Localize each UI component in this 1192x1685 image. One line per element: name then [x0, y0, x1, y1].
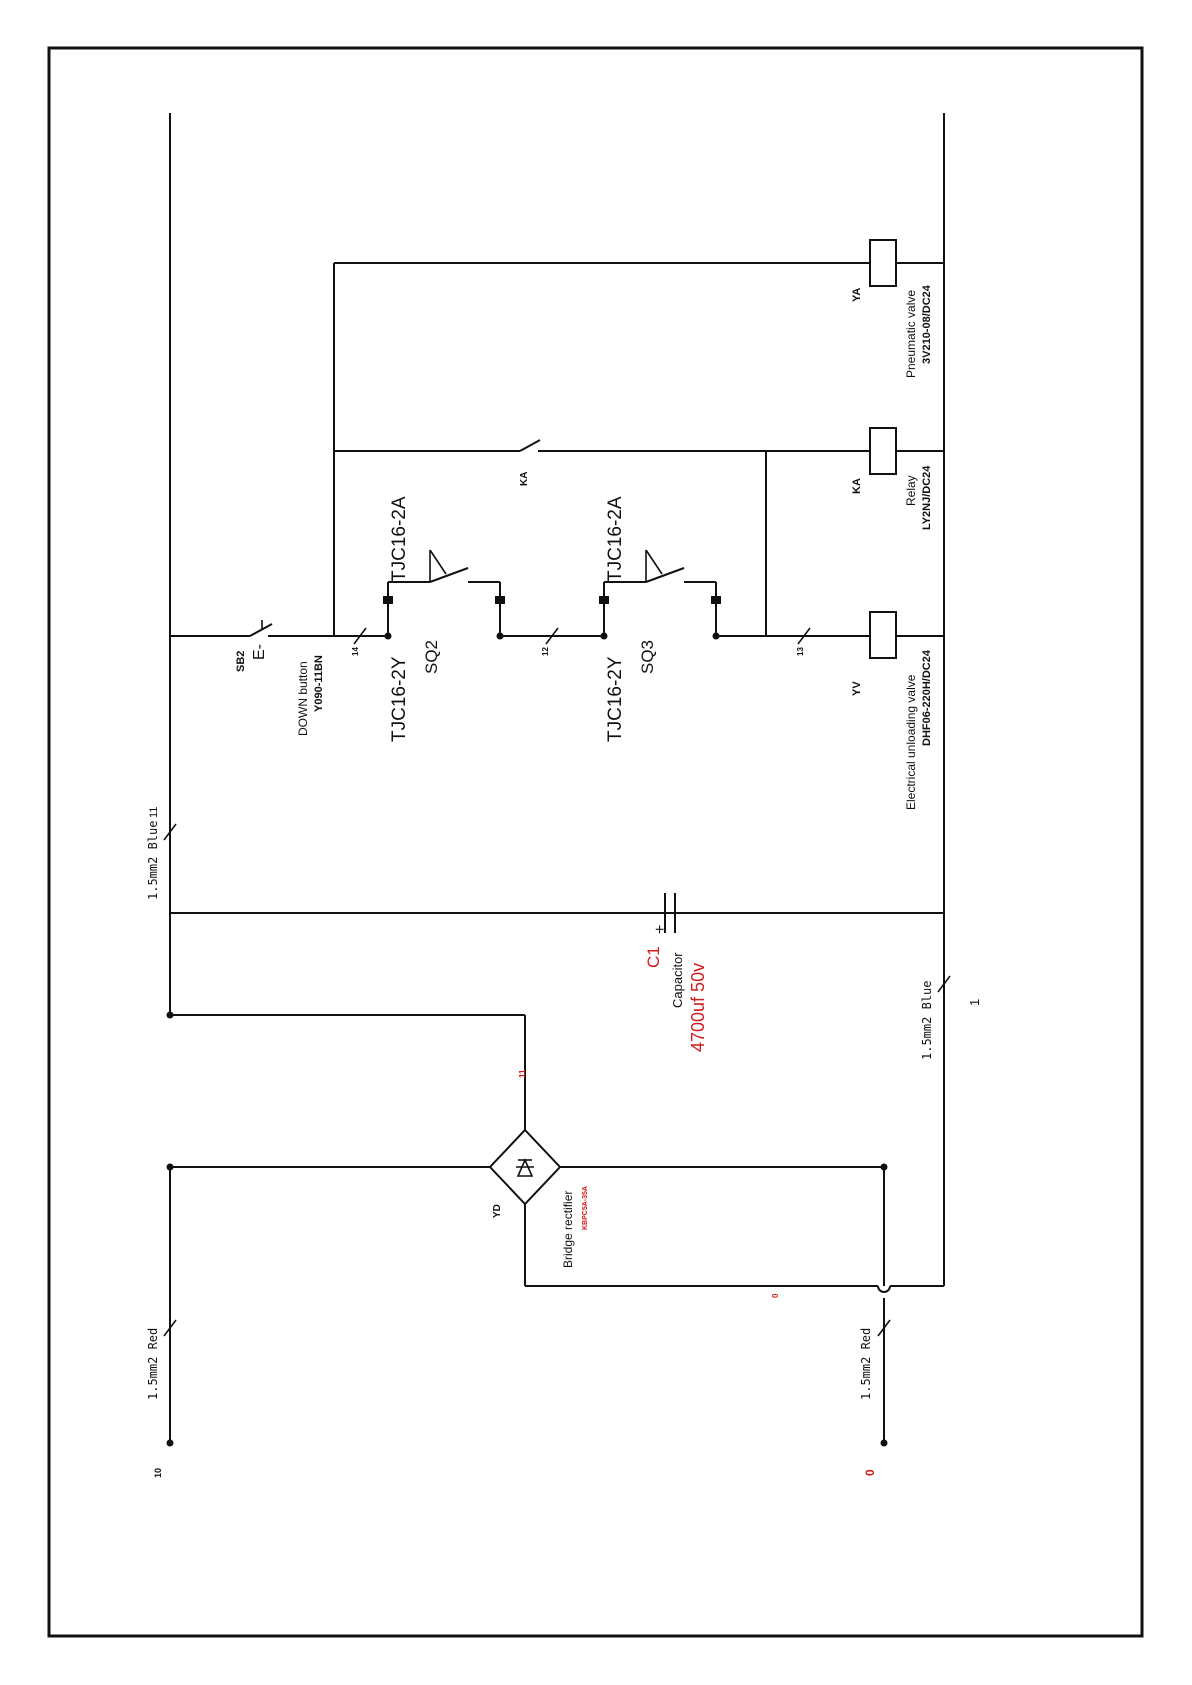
wire-label-red-left: 1.5mm2 Red: [146, 1328, 160, 1400]
sb2-name: DOWN button: [296, 661, 310, 736]
wire-label-13: 13: [796, 647, 805, 656]
sq2-part-top: TJC16-2A: [389, 496, 410, 582]
ya-tag: YA: [851, 288, 863, 302]
sb2-symbol: E-: [251, 644, 268, 660]
ka-contact-tag: KA: [519, 472, 530, 486]
rectifier-tag: YD: [492, 1204, 503, 1218]
rectifier-input-0: 0: [771, 1293, 780, 1298]
bridge-rectifier-symbol: [488, 1128, 562, 1206]
rectifier-input-11: 11: [518, 1069, 527, 1078]
relay-contact-ka-symbol: [519, 439, 541, 452]
sq2-tag: SQ2: [422, 640, 441, 674]
junction-dots: [166, 632, 888, 1447]
ya-name: Pneumatic valve: [904, 290, 918, 378]
terminal-label-10: 10: [153, 1468, 163, 1478]
wire-label-blue-top: 1.5mm2 Blue: [146, 821, 160, 900]
yv-tag: YV: [851, 681, 863, 696]
wire-label-red-right: 1.5mm2 Red: [859, 1328, 873, 1400]
wire-marker-ticks: [163, 627, 951, 1337]
ka-coil-part: LY2NJ/DC24: [921, 465, 933, 530]
wire-label-1-bottom: 1: [967, 999, 982, 1006]
sq2-part-bottom: TJC16-2Y: [389, 656, 410, 742]
yv-part: DHF06-220H/DC24: [921, 649, 933, 746]
sq3-tag: SQ3: [638, 640, 657, 674]
rectifier-part: KBPC5A-35A: [582, 1186, 589, 1230]
wire-label-12: 12: [541, 647, 550, 656]
sq3-part-top: TJC16-2A: [605, 496, 626, 582]
capacitor-value: 4700uf 50v: [688, 963, 708, 1052]
drawing-border: [47, 46, 1144, 1638]
sb2-part: Y090-11BN: [313, 655, 325, 712]
coil-yv-symbol: [869, 611, 897, 659]
down-button-symbol: [249, 620, 273, 637]
sb2-tag: SB2: [235, 651, 247, 672]
limit-switch-sq3-symbol: [599, 549, 721, 636]
wire-label-blue-bottom: 1.5mm2 Blue: [920, 981, 934, 1060]
wire-label-11-top: 11: [148, 807, 160, 818]
terminal-label-0: 0: [863, 1469, 877, 1476]
capacitor-plus: +: [652, 925, 669, 934]
capacitor-tag: C1: [644, 946, 663, 968]
rectifier-name: Bridge rectifier: [561, 1191, 575, 1268]
capacitor-name: Capacitor: [670, 952, 685, 1008]
ka-coil-name: Relay: [904, 475, 918, 506]
wire-label-14: 14: [351, 647, 360, 656]
sq3-part-bottom: TJC16-2Y: [605, 656, 626, 742]
ka-coil-tag: KA: [851, 478, 863, 494]
capacitor-symbol: [664, 893, 676, 933]
coil-ya-symbol: [869, 239, 897, 287]
coil-ka-symbol: [869, 427, 897, 475]
ya-part: 3V210-08/DC24: [921, 284, 933, 364]
limit-switch-sq2-symbol: [383, 549, 505, 636]
yv-name: Electrical unloading valve: [904, 674, 918, 810]
wiring: [169, 113, 945, 1443]
